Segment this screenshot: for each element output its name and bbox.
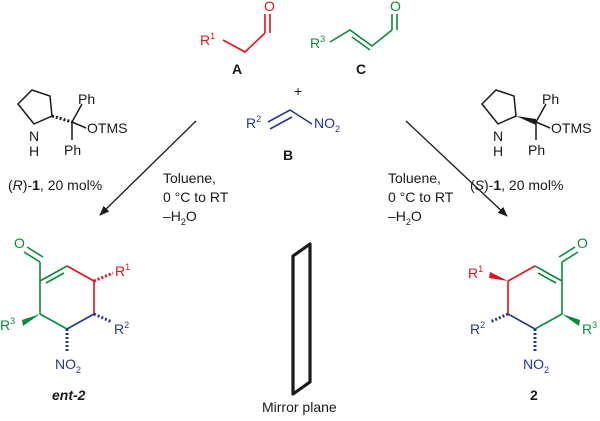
product-left-bond-c1-c2 [39, 265, 68, 282]
reagent-b-r-group: R2 [246, 114, 261, 131]
conditions-right-solvent: Toluene, [388, 170, 441, 186]
product-left-nitro: NO2 [55, 356, 81, 375]
catalyst-left-hash-bond [51, 114, 73, 124]
catalyst-left-otms-bond [71, 121, 87, 129]
reagent-c: O R3 C [310, 0, 401, 77]
product-right-bond-c6-c1 [507, 265, 536, 282]
reagent-b-label: B [283, 147, 293, 163]
reagent-c-label: C [356, 61, 366, 77]
mirror-plane: Mirror plane [262, 242, 337, 415]
product-right-r3-wedge-bond [562, 314, 580, 326]
catalyst-left-ph-top: Ph [78, 91, 95, 107]
reagent-c-alkene-double [351, 36, 371, 51]
reagent-a-label: A [232, 61, 242, 77]
catalyst-right-pyrrolidine-ring [480, 89, 517, 125]
mirror-plane-shape [291, 242, 312, 396]
product-right-nitro: NO2 [523, 356, 549, 375]
product-right-label: 2 [530, 387, 538, 403]
catalyst-left-otms: OTMS [87, 120, 127, 136]
product-left: O R1 R3 R2 NO2 ent-2 [0, 235, 130, 403]
product-right-r3: R3 [582, 320, 597, 337]
conditions-left-temperature: 0 °C to RT [163, 189, 229, 205]
catalyst-left-ph-top-bond [71, 103, 83, 123]
reagent-b: R2 NO2 B [246, 109, 340, 163]
product-left-oxygen: O [14, 235, 25, 251]
catalyst-right-nh-hydrogen: H [493, 143, 503, 159]
product-left-r3-wedge-bond [22, 314, 40, 326]
reaction-arrow-left [99, 120, 197, 216]
product-left-r2-hash-bond [93, 312, 113, 324]
product-left-r2: R2 [114, 320, 129, 337]
reagent-a: O R1 A [200, 0, 275, 77]
catalyst-left-nitrogen: N [29, 128, 39, 144]
catalyst-left: N H Ph OTMS Ph (R)-1, 20 mol% [8, 89, 127, 193]
plus-sign: + [294, 83, 302, 99]
product-right-cho-co-double [558, 246, 576, 258]
conditions-left-water-loss: –H2O [163, 208, 197, 227]
catalyst-left-pyrrolidine-ring [16, 89, 53, 125]
product-right-bond-c3-c4 [534, 313, 563, 330]
reagent-c-oxygen: O [390, 0, 401, 14]
catalyst-left-label: (R)-1, 20 mol% [8, 177, 102, 193]
product-right-r1: R1 [468, 264, 483, 281]
mirror-plane-label: Mirror plane [262, 399, 337, 415]
product-left-cho-co-double [26, 246, 44, 258]
product-left-bond-c3-c4 [39, 313, 68, 330]
product-left-r1-hash-bond [93, 271, 114, 283]
product-right-r2: R2 [470, 320, 485, 337]
product-left-label: ent-2 [52, 387, 86, 403]
reagent-a-chain [222, 32, 266, 53]
reaction-arrow-right [405, 120, 508, 217]
catalyst-right-ph-top: Ph [542, 91, 559, 107]
catalyst-right-wedge-bond [516, 116, 536, 125]
catalyst-right-ph-top-bond [535, 103, 547, 123]
catalyst-left-nh-hydrogen: H [29, 143, 39, 159]
product-right-cho-co [561, 251, 579, 263]
product-right-oxygen: O [577, 235, 588, 251]
product-right-bond-c1-c2 [534, 265, 563, 282]
conditions-left: Toluene, 0 °C to RT –H2O [163, 170, 229, 227]
product-right-bond-c4-c5 [507, 313, 536, 330]
conditions-left-solvent: Toluene, [163, 170, 216, 186]
product-left-cho-co [23, 251, 41, 263]
catalyst-right: N H Ph OTMS Ph (S)-1, 20 mol% [470, 89, 591, 193]
reagent-a-r-group: R1 [200, 31, 215, 48]
reagent-c-r-group: R3 [310, 34, 325, 51]
reagent-b-nitro: NO2 [314, 115, 340, 134]
product-left-r1: R1 [115, 262, 130, 279]
reagent-b-alkene-double [269, 116, 293, 130]
catalyst-right-otms: OTMS [551, 120, 591, 136]
catalyst-right-otms-bond [535, 121, 551, 129]
reagent-c-chain [329, 29, 393, 48]
product-left-ring-double-bond [45, 272, 65, 284]
conditions-right-temperature: 0 °C to RT [388, 189, 454, 205]
product-left-bond-c6-c1 [66, 265, 95, 282]
catalyst-right-ph-bottom: Ph [528, 142, 545, 158]
catalyst-right-label: (S)-1, 20 mol% [470, 177, 563, 193]
conditions-right: Toluene, 0 °C to RT –H2O [388, 170, 454, 227]
catalyst-left-ph-bottom: Ph [64, 142, 81, 158]
product-left-bond-c4-c5 [66, 313, 95, 330]
reagent-b-chain [267, 109, 313, 125]
product-left-r3: R3 [0, 316, 15, 333]
product-right-r2-hash-bond [489, 312, 509, 324]
product-right-ring-double-bond [537, 272, 557, 284]
conditions-right-water-loss: –H2O [388, 208, 422, 227]
product-right-r1-wedge-bond [489, 272, 508, 281]
product-right: O R1 R3 R2 NO2 2 [468, 235, 597, 403]
reagent-a-oxygen: O [264, 0, 275, 14]
catalyst-right-nitrogen: N [493, 128, 503, 144]
